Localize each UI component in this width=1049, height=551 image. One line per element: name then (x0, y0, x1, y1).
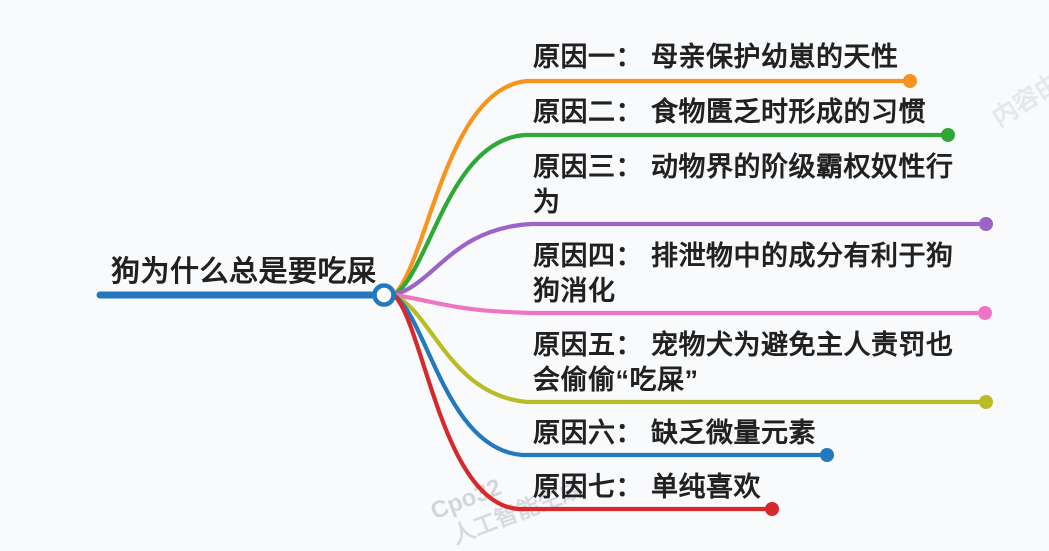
branch-curve-reason-4 (391, 292, 980, 316)
branch-curve-reason-1 (391, 78, 906, 298)
branch-label-reason-3[interactable]: 原因三： 动物界的阶级霸权奴性行 为 (533, 152, 954, 217)
branch-curve-reason-6 (391, 292, 822, 458)
branch-endpoint-dot-reason-4[interactable] (978, 306, 992, 320)
branch-label-reason-2[interactable]: 原因二： 食物匮乏时形成的习惯 (533, 97, 927, 127)
branch-label-reason-5[interactable]: 原因五： 宠物犬为避免主人责罚也 会偷偷“吃屎” (533, 330, 954, 395)
branch-label-reason-4[interactable]: 原因四： 排泄物中的成分有利于狗 狗消化 (533, 241, 954, 306)
root-topic-label[interactable]: 狗为什么总是要吃屎 (111, 256, 377, 288)
branch-label-reason-6[interactable]: 原因六： 缺乏微量元素 (533, 418, 817, 448)
branch-curve-reason-3 (391, 221, 981, 298)
branch-endpoint-dot-reason-2[interactable] (941, 128, 955, 142)
root-node-handle[interactable] (372, 283, 396, 307)
branch-label-reason-1[interactable]: 原因一： 母亲保护幼崽的天性 (533, 42, 899, 72)
branch-endpoint-dot-reason-3[interactable] (979, 217, 993, 231)
branch-curve-reason-2 (391, 132, 944, 298)
branch-endpoint-dot-reason-1[interactable] (903, 74, 917, 88)
branch-label-reason-7[interactable]: 原因七： 单纯喜欢 (533, 472, 762, 502)
branch-endpoint-dot-reason-5[interactable] (979, 395, 993, 409)
branch-curve-reason-5 (391, 292, 981, 405)
branch-curve-reason-7 (391, 292, 767, 512)
branch-endpoint-dot-reason-7[interactable] (765, 502, 779, 516)
branch-endpoint-dot-reason-6[interactable] (820, 448, 834, 462)
